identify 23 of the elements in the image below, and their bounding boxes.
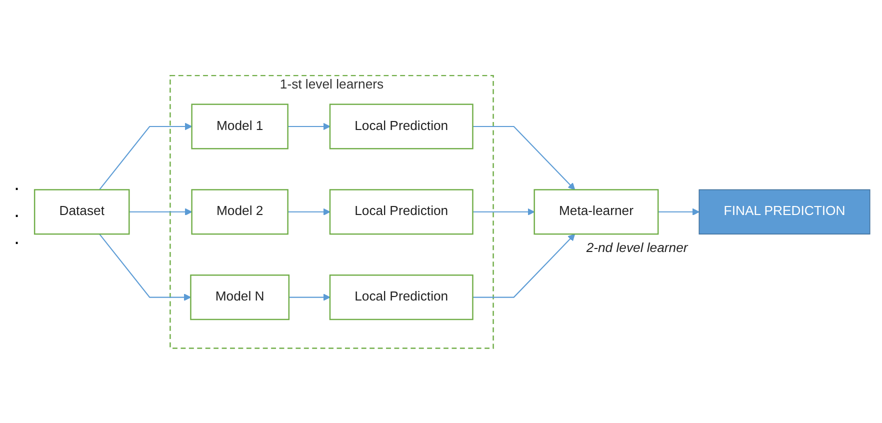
arrow [472, 233, 575, 298]
node-box: Local Prediction [328, 274, 473, 320]
node-caption: 2-nd level learner [586, 240, 688, 255]
arrow [98, 122, 192, 190]
arrow [287, 208, 330, 216]
node-box: Local Prediction [328, 188, 473, 234]
arrow [287, 122, 330, 130]
node-box: Model 2 [190, 188, 288, 234]
arrow [98, 233, 191, 301]
arrow [472, 208, 534, 216]
arrow [128, 208, 192, 216]
ellipsis-dot: . [14, 173, 20, 196]
arrow [658, 208, 700, 216]
node-box: Meta-learner [533, 188, 658, 234]
node-box: Local Prediction [328, 103, 473, 149]
node-box: Model N [190, 274, 290, 320]
node-box: FINAL PREDICTION [698, 188, 870, 234]
arrow [472, 126, 575, 190]
node-box: Dataset [34, 188, 130, 234]
ellipsis-dot: . [14, 227, 20, 250]
arrow [288, 293, 330, 301]
ellipsis-dot: . [14, 200, 20, 223]
node-box: Model 1 [190, 103, 288, 149]
